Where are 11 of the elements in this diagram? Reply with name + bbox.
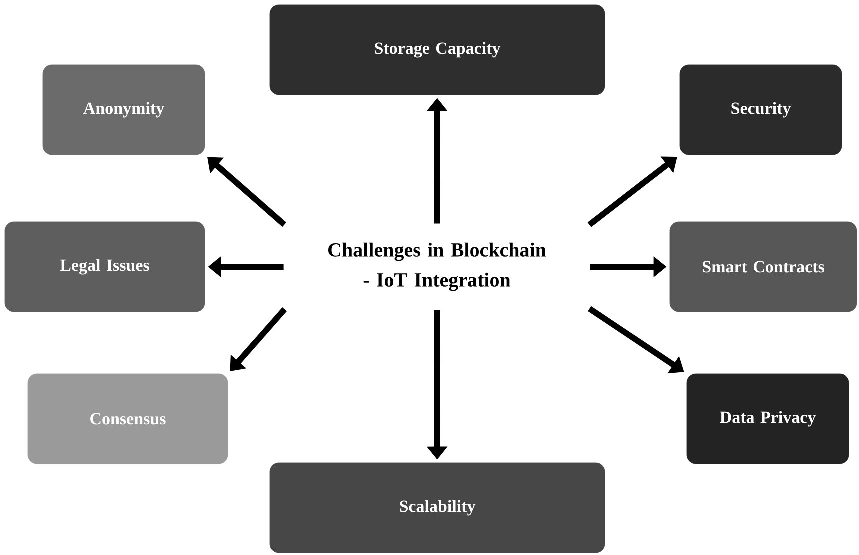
central-title: Challenges in Blockchain - IoT Integration xyxy=(328,242,546,292)
challenge-box: Storage Capacity xyxy=(270,4,606,96)
challenge-box: Anonymity xyxy=(42,64,206,156)
arrow xyxy=(230,307,288,372)
challenge-box: Smart Contracts xyxy=(670,222,858,312)
challenge-box: Legal Issues xyxy=(4,222,206,312)
arrow xyxy=(208,157,287,228)
challenge-box: Data Privacy xyxy=(686,374,850,464)
challenge-box: Security xyxy=(680,64,842,156)
challenge-box: Scalability xyxy=(270,462,606,554)
challenge-box: Consensus xyxy=(28,374,228,464)
